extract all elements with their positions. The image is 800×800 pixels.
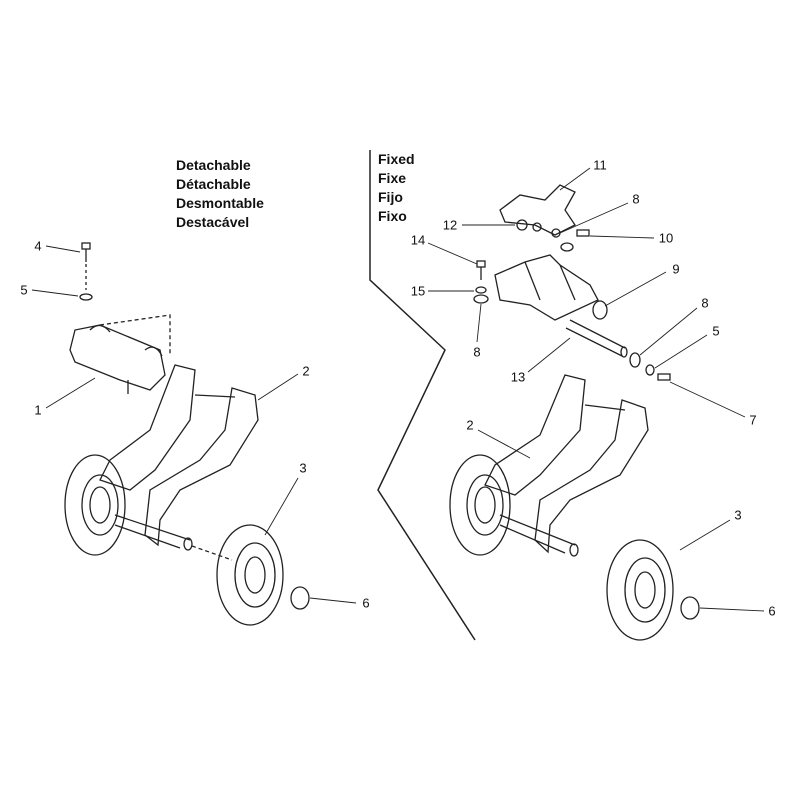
pin-part xyxy=(565,319,628,358)
callout-number: 3 xyxy=(299,460,307,476)
bolt-part xyxy=(657,373,671,381)
leader-lines xyxy=(427,167,765,612)
callout-number: 8 xyxy=(473,344,481,360)
hub-cap-part xyxy=(290,586,310,610)
plate-part xyxy=(499,184,590,252)
bolt-part xyxy=(81,242,91,290)
callout-number: 4 xyxy=(34,238,42,254)
callout-number: 7 xyxy=(749,412,757,428)
callout-number: 6 xyxy=(362,595,370,611)
wheel-part xyxy=(64,454,126,556)
washer-part xyxy=(79,293,93,301)
callout-number: 8 xyxy=(701,295,709,311)
frame-part xyxy=(99,364,259,561)
callout-number: 5 xyxy=(712,323,720,339)
callout-number: 1 xyxy=(34,402,42,418)
title-en: Fixed xyxy=(378,151,415,167)
washer-part xyxy=(629,352,641,368)
washer-part xyxy=(473,294,489,304)
title-pt: Fixo xyxy=(378,208,407,224)
wheel-part xyxy=(606,539,674,641)
bracket-part xyxy=(69,314,171,394)
bolt-part xyxy=(476,260,486,280)
frame-part xyxy=(484,374,649,557)
callout-number: 9 xyxy=(672,261,680,277)
callout-number: 12 xyxy=(442,217,458,233)
callout-number: 5 xyxy=(20,282,28,298)
callout-number: 11 xyxy=(593,157,607,173)
detachable-titles: Detachable Détachable Desmontable Destac… xyxy=(176,156,264,232)
callout-number: 3 xyxy=(734,507,742,523)
title-fr: Fixe xyxy=(378,170,407,186)
callout-number: 2 xyxy=(302,363,310,379)
washer-part xyxy=(475,286,487,294)
section-divider xyxy=(369,150,476,641)
fixed-titles: Fixed Fixe Fijo Fixo xyxy=(378,150,415,226)
wheel-part xyxy=(216,524,284,626)
leader-lines xyxy=(31,245,357,604)
callout-number: 2 xyxy=(466,417,474,433)
callout-number: 13 xyxy=(510,369,526,385)
title-en: Detachable xyxy=(176,157,251,173)
callout-number: 8 xyxy=(632,191,640,207)
washer-part xyxy=(645,364,655,376)
callout-number: 6 xyxy=(768,603,776,619)
title-es: Desmontable xyxy=(176,195,264,211)
wheel-part xyxy=(449,454,511,556)
bracket-part xyxy=(494,254,608,321)
title-es: Fijo xyxy=(378,189,403,205)
hub-cap-part xyxy=(680,596,700,620)
title-pt: Destacável xyxy=(176,214,250,230)
callout-number: 14 xyxy=(410,232,426,248)
title-fr: Détachable xyxy=(176,176,251,192)
callout-number: 15 xyxy=(410,283,426,299)
callout-number: 10 xyxy=(658,230,674,246)
